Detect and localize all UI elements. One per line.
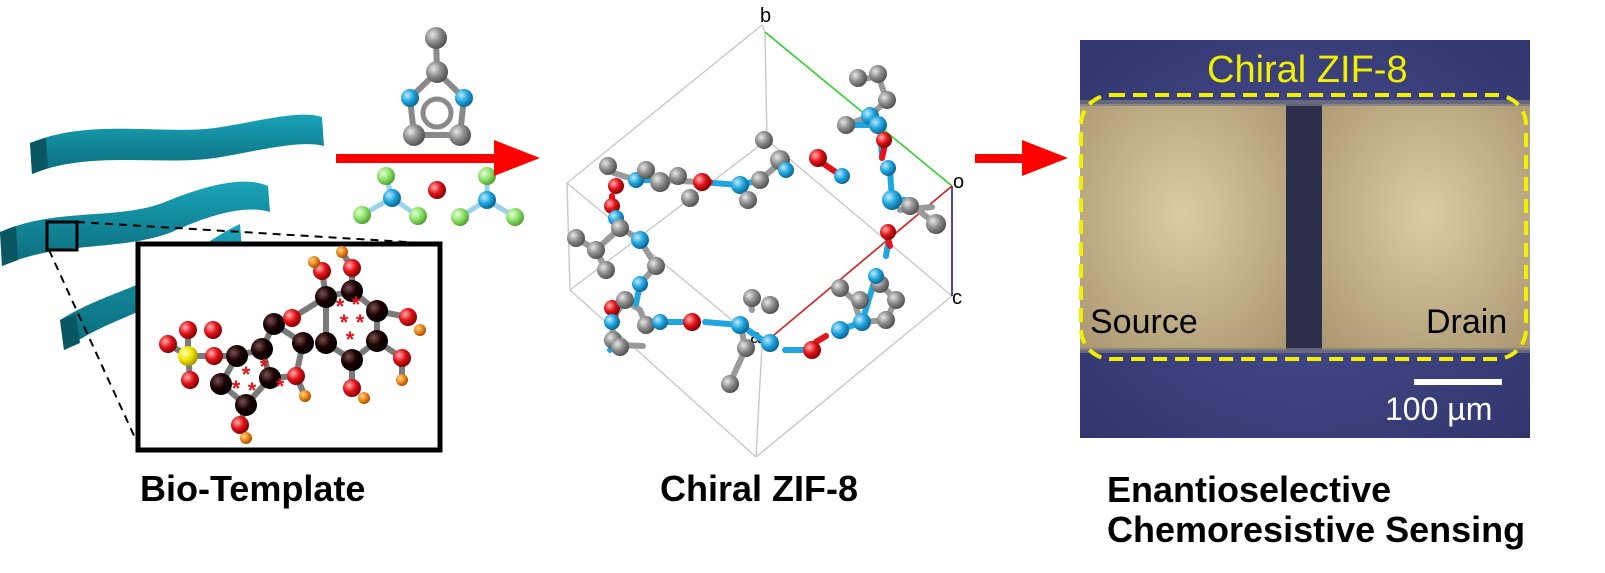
- micrograph-panel: Chiral ZIF-8 Source Drain 100 µm: [1079, 40, 1530, 438]
- fluoro-group-left: [353, 167, 427, 225]
- electrode-source: [1080, 104, 1286, 350]
- fluoro-group-right: [451, 167, 524, 226]
- svg-text:*: *: [346, 327, 355, 352]
- bio-template-caption: Bio-Template: [140, 468, 366, 509]
- micrograph-title: Chiral ZIF-8: [1207, 49, 1408, 91]
- svg-text:*: *: [276, 374, 285, 399]
- axis-label-c: c: [952, 287, 962, 309]
- scale-bar-label: 100 µm: [1385, 391, 1492, 427]
- axis-label-o: o: [953, 171, 964, 193]
- chiral-zif8-highlight: [1079, 93, 1528, 361]
- methylimidazole-molecule: [401, 27, 473, 146]
- sugar-molecule: *** ** *** **: [159, 246, 426, 444]
- svg-text:*: *: [242, 362, 251, 387]
- svg-text:*: *: [356, 310, 365, 335]
- axis-b: [764, 31, 953, 187]
- molecule-inset-box: [135, 241, 443, 453]
- zoom-marker-box: [45, 220, 79, 252]
- scale-bar: [1414, 379, 1502, 385]
- channel-gap: [1286, 104, 1322, 350]
- zoom-line-top: [76, 221, 441, 245]
- right-arrow-icon: [336, 140, 540, 176]
- chiral-zif8-caption: Chiral ZIF-8: [660, 468, 859, 509]
- svg-text:*: *: [232, 376, 241, 401]
- electrode-edge-top: [1080, 100, 1530, 106]
- right-arrow-icon: [975, 140, 1068, 176]
- zinc-ion: [428, 181, 446, 199]
- svg-text:*: *: [340, 310, 349, 335]
- reagents: [353, 27, 524, 226]
- svg-text:*: *: [260, 354, 269, 379]
- electrode-drain: [1322, 104, 1530, 350]
- electrode-edge-bottom: [1080, 348, 1530, 353]
- svg-text:*: *: [248, 378, 257, 403]
- sensing-caption: Enantioselective Chemoresistive Sensing: [1107, 470, 1525, 550]
- bio-template-panel: *** ** *** **: [0, 114, 443, 453]
- protein-ribbon-middle: [0, 181, 270, 266]
- sensing-caption-line2: Chemoresistive Sensing: [1107, 509, 1526, 550]
- source-label: Source: [1090, 303, 1198, 341]
- unit-cell-box: [566, 24, 953, 458]
- protein-ribbon-top: [30, 114, 324, 174]
- drain-label: Drain: [1426, 303, 1507, 341]
- sensing-caption-line1: Enantioselective: [1107, 469, 1392, 510]
- svg-text:*: *: [336, 294, 345, 319]
- framework-atoms: [567, 65, 946, 393]
- svg-text:*: *: [352, 292, 361, 317]
- zoom-line-bottom: [48, 249, 137, 441]
- chiral-zif8-panel: b o c a: [566, 5, 964, 458]
- axis-label-b: b: [760, 5, 771, 27]
